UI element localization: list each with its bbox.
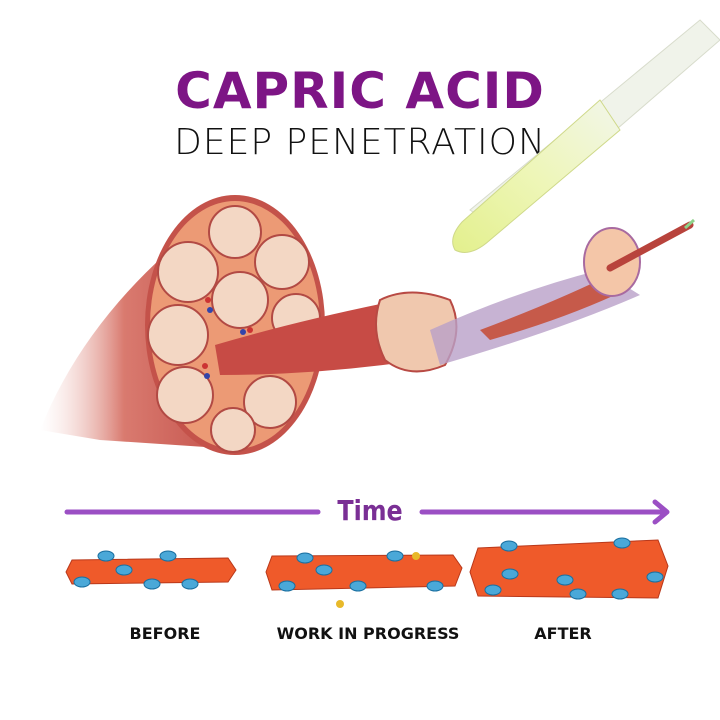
headline-subtitle: DEEP PENETRATION xyxy=(174,122,546,163)
fiber-after-icon xyxy=(469,537,669,600)
fiber-in-progress-icon xyxy=(265,550,463,608)
dropper-icon xyxy=(452,19,720,253)
stage-progress-label: WORK IN PROGRESS xyxy=(276,624,460,643)
time-label: Time xyxy=(337,494,403,527)
fiber-before-icon xyxy=(65,550,237,590)
stage-after-label: AFTER xyxy=(534,624,592,643)
stage-before-label: BEFORE xyxy=(129,624,201,643)
time-arrow-icon xyxy=(64,499,670,525)
myofibril-icon xyxy=(583,227,641,297)
headline-title: CAPRIC ACID xyxy=(175,62,545,120)
